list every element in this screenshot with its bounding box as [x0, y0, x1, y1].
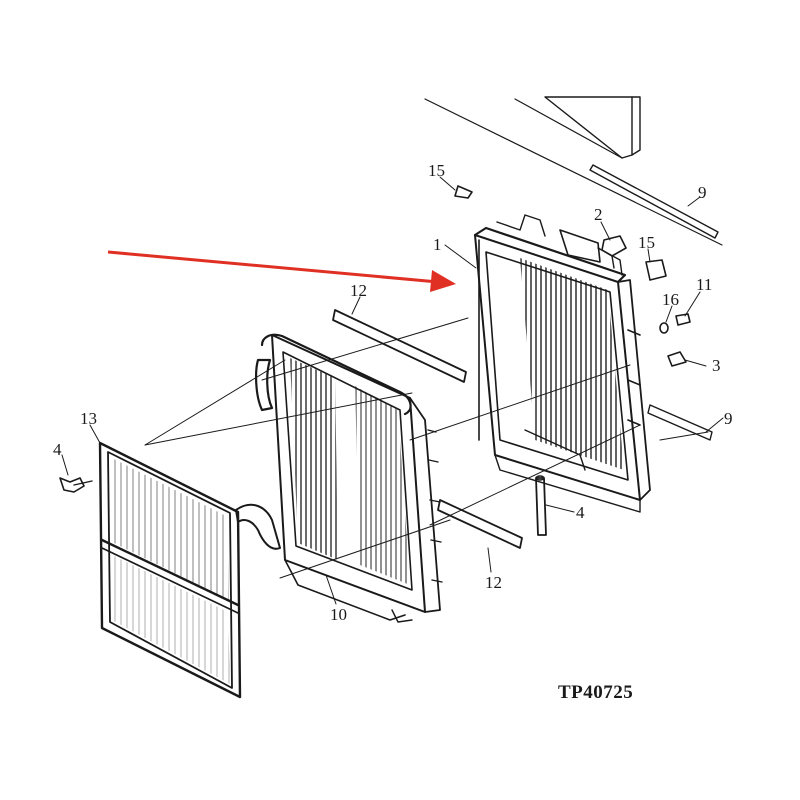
callout-12-lower: 12 — [485, 573, 502, 592]
oil-cooler — [235, 333, 443, 623]
seal-strip-upper — [589, 164, 719, 239]
leader-lines — [61, 176, 724, 605]
front-screen — [98, 441, 242, 699]
callout-1: 1 — [433, 235, 442, 254]
callout-12-upper: 12 — [350, 281, 367, 300]
drain-valve — [667, 351, 687, 367]
callout-labels: 1 2 3 4 4 9 9 10 11 12 12 13 15 15 16 TP… — [53, 161, 733, 703]
callout-4-rod: 4 — [576, 503, 585, 522]
callout-3: 3 — [712, 356, 721, 375]
highlight-arrow — [107, 250, 456, 292]
cap-screw — [675, 313, 691, 326]
callout-13: 13 — [80, 409, 97, 428]
callout-15-upper: 15 — [428, 161, 445, 180]
callout-9-upper: 9 — [698, 183, 707, 202]
radiator-cap — [601, 235, 627, 269]
block-right — [645, 259, 667, 281]
drawing-code: TP40725 — [558, 682, 633, 703]
callout-10: 10 — [330, 605, 347, 624]
radiator-core — [473, 214, 651, 513]
o-ring — [659, 322, 669, 334]
callout-9-lower: 9 — [724, 409, 733, 428]
wing-bolt — [59, 477, 93, 493]
callout-4-bolt: 4 — [53, 440, 62, 459]
seal-strip-lower — [647, 404, 713, 441]
callout-16: 16 — [662, 290, 679, 309]
top-panel — [424, 96, 723, 246]
support-rod — [535, 475, 547, 536]
support-bars — [332, 309, 523, 549]
callout-11: 11 — [696, 275, 712, 294]
callout-15-right: 15 — [638, 233, 655, 252]
block-upper — [454, 185, 473, 199]
callout-2: 2 — [594, 205, 603, 224]
